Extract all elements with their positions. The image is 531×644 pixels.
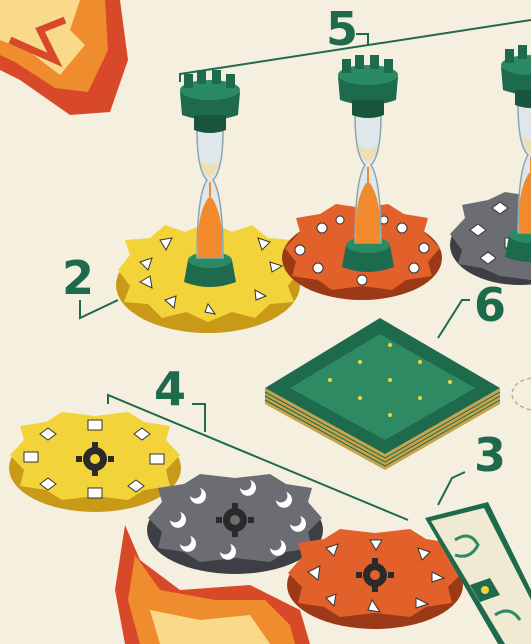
flame-top-left-icon xyxy=(0,0,128,115)
gear-disc-gray xyxy=(147,474,323,574)
label-3: 3 xyxy=(474,432,506,478)
label-2: 2 xyxy=(62,255,94,301)
gear-disc-yellow xyxy=(9,412,181,512)
label-6: 6 xyxy=(474,282,506,328)
gear-disc-orange xyxy=(287,529,463,629)
label-6-leader xyxy=(438,300,470,338)
label-4: 4 xyxy=(154,366,186,412)
dashed-outline xyxy=(512,378,531,410)
label-3-leader xyxy=(438,472,465,505)
label-5: 5 xyxy=(326,6,358,52)
card-deck xyxy=(265,318,500,470)
